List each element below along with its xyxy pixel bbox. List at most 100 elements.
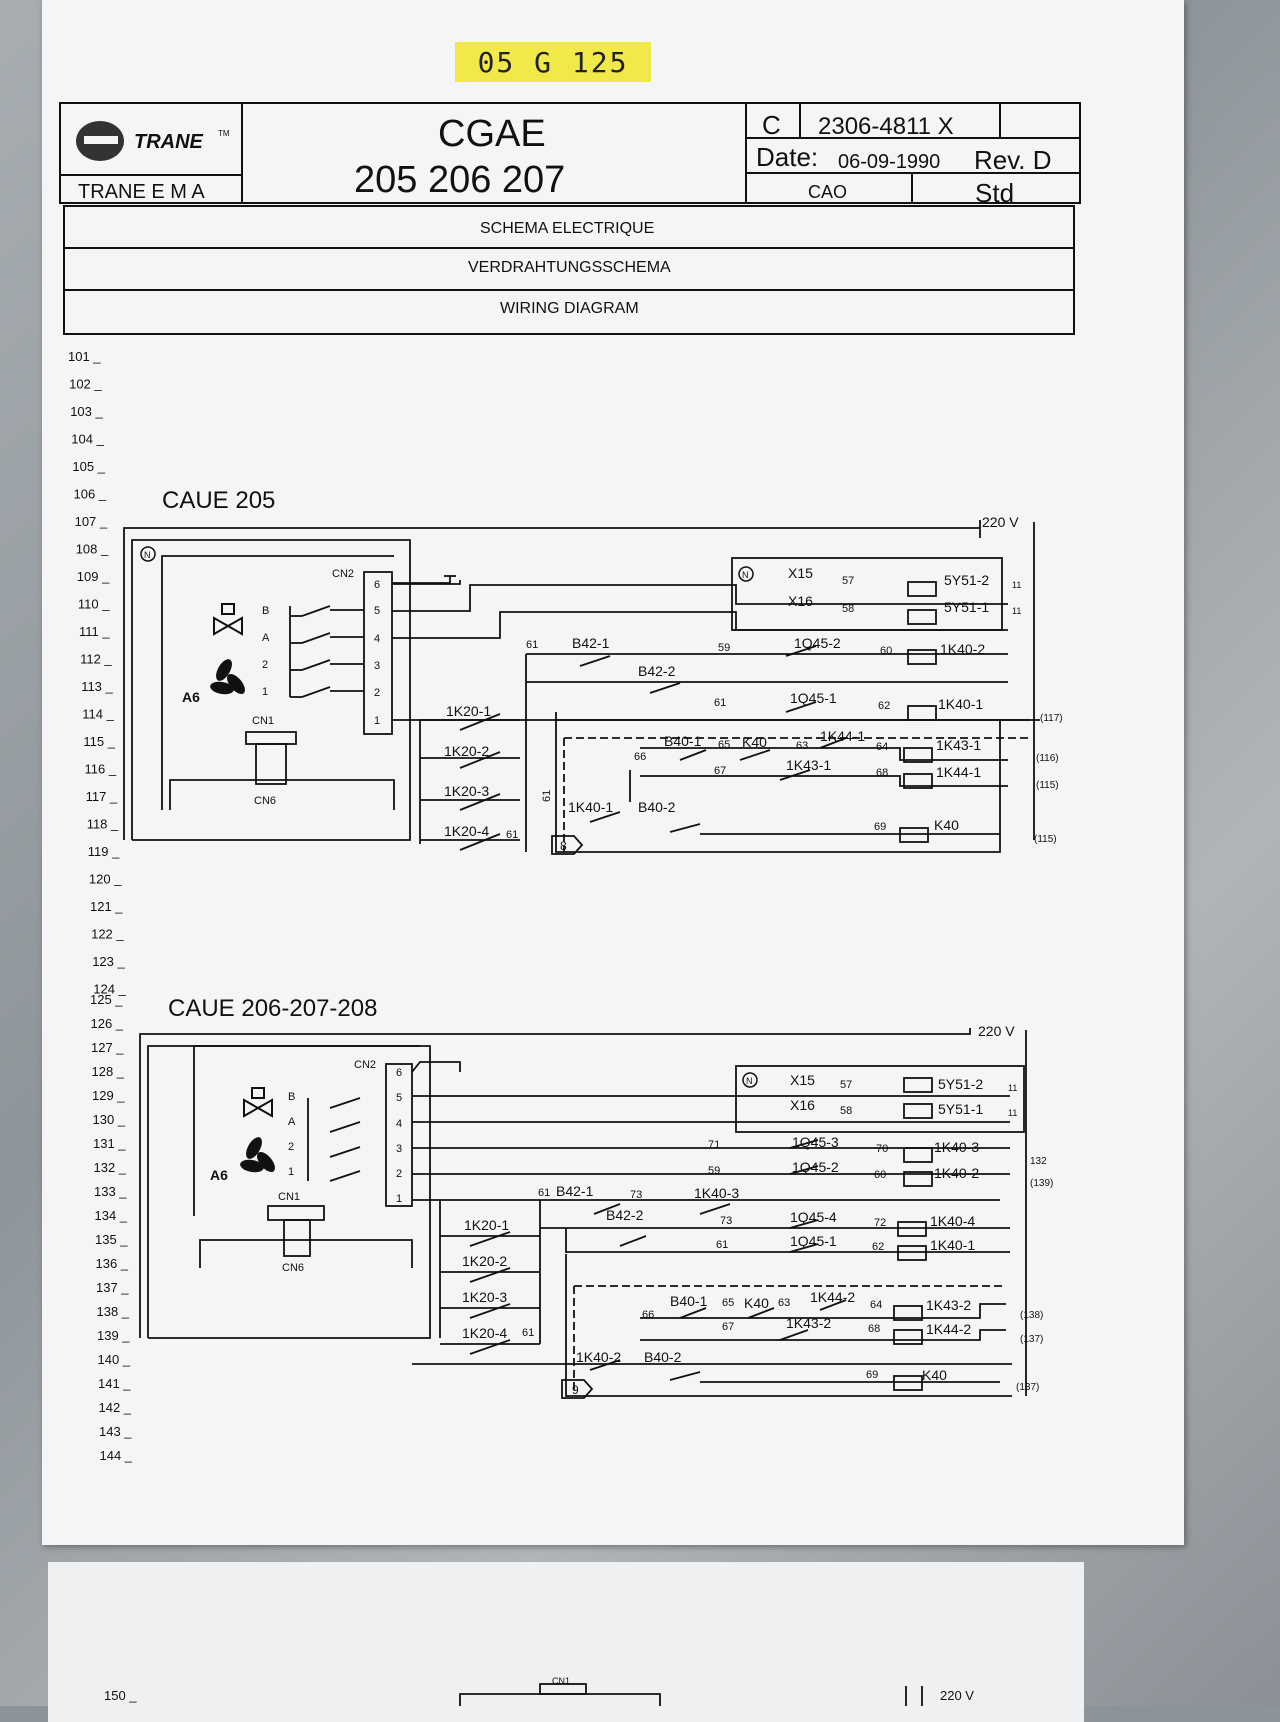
- svg-text:59: 59: [718, 642, 730, 654]
- line-number: 126 _: [91, 1016, 124, 1031]
- line-number: 122 _: [91, 927, 124, 942]
- svg-text:1K20-3: 1K20-3: [444, 783, 489, 799]
- line-number: 116 _: [85, 762, 117, 777]
- svg-text:A6: A6: [182, 689, 200, 705]
- line-number: 114 _: [82, 707, 114, 722]
- line-number: 117 _: [86, 789, 118, 804]
- line-number: 139 _: [97, 1328, 130, 1343]
- line-number: 150 _: [104, 1688, 137, 1703]
- svg-text:(139): (139): [1030, 1178, 1053, 1189]
- svg-text:B40-1: B40-1: [670, 1293, 708, 1309]
- line-number: 138 _: [97, 1304, 130, 1319]
- model-numbers: 205 206 207: [354, 159, 565, 201]
- svg-text:63: 63: [796, 740, 808, 752]
- svg-text:CN1: CN1: [252, 715, 274, 727]
- trane-logo: TRANE TM: [76, 121, 230, 161]
- svg-text:A: A: [262, 632, 270, 644]
- line-number: 109 _: [77, 569, 110, 584]
- line-number: 132 _: [94, 1160, 127, 1175]
- svg-text:1K44-1: 1K44-1: [820, 728, 865, 744]
- svg-text:64: 64: [870, 1299, 882, 1311]
- circuit-a-wiring: [123, 520, 1040, 855]
- line-number: 115 _: [83, 734, 115, 749]
- svg-text:132: 132: [1030, 1156, 1047, 1167]
- svg-text:1: 1: [396, 1193, 402, 1205]
- svg-text:(137): (137): [1016, 1382, 1039, 1393]
- svg-text:B42-1: B42-1: [556, 1183, 594, 1199]
- svg-text:1K20-2: 1K20-2: [462, 1253, 507, 1269]
- line-number: 101 _: [68, 349, 101, 364]
- svg-text:220 V: 220 V: [940, 1688, 974, 1703]
- svg-text:1K40-3: 1K40-3: [934, 1139, 979, 1155]
- svg-text:1K40-1: 1K40-1: [938, 696, 983, 712]
- svg-text:B: B: [262, 605, 269, 617]
- date-label: Date:: [756, 142, 818, 172]
- svg-text:1: 1: [262, 686, 268, 698]
- second-sheet: [48, 1562, 1084, 1722]
- svg-text:3: 3: [396, 1143, 402, 1155]
- svg-text:3: 3: [374, 660, 380, 672]
- svg-text:1K44-2: 1K44-2: [926, 1321, 971, 1337]
- svg-text:B42-2: B42-2: [638, 663, 676, 679]
- svg-text:1K40-2: 1K40-2: [934, 1165, 979, 1181]
- line-number: 113 _: [81, 679, 113, 694]
- line-number: 140 _: [98, 1352, 131, 1367]
- line-number: 134 _: [95, 1208, 128, 1223]
- doc-class: C: [762, 110, 781, 140]
- svg-text:69: 69: [874, 821, 886, 833]
- svg-text:B42-2: B42-2: [606, 1207, 644, 1223]
- svg-text:1Q45-1: 1Q45-1: [790, 1233, 837, 1249]
- svg-text:61: 61: [522, 1327, 534, 1339]
- circuit-a-title: CAUE 205: [162, 487, 275, 514]
- svg-text:1Q45-3: 1Q45-3: [792, 1134, 839, 1150]
- cao-label: CAO: [808, 182, 847, 202]
- svg-text:1Q45-4: 1Q45-4: [790, 1209, 837, 1225]
- svg-text:1K40-2: 1K40-2: [576, 1349, 621, 1365]
- svg-text:CN1: CN1: [552, 1676, 570, 1686]
- line-number: 142 _: [99, 1400, 132, 1415]
- svg-text:61: 61: [538, 1187, 550, 1199]
- svg-text:CN1: CN1: [278, 1191, 300, 1203]
- svg-text:68: 68: [868, 1323, 880, 1335]
- title-de: VERDRAHTUNGSSCHEMA: [468, 259, 671, 276]
- svg-text:67: 67: [714, 765, 726, 777]
- svg-text:5Y51-2: 5Y51-2: [938, 1076, 983, 1092]
- line-number: 133 _: [94, 1184, 127, 1199]
- svg-text:5Y51-1: 5Y51-1: [938, 1101, 983, 1117]
- svg-text:1K20-2: 1K20-2: [444, 743, 489, 759]
- svg-text:11: 11: [1012, 580, 1021, 590]
- svg-text:73: 73: [630, 1189, 642, 1201]
- svg-text:1K43-2: 1K43-2: [786, 1315, 831, 1331]
- svg-text:69: 69: [866, 1369, 878, 1381]
- svg-text:1K44-2: 1K44-2: [810, 1289, 855, 1305]
- svg-text:60: 60: [880, 645, 892, 657]
- svg-text:58: 58: [840, 1105, 852, 1117]
- svg-text:9: 9: [572, 1383, 579, 1397]
- line-number: 137 _: [96, 1280, 129, 1295]
- title-en: WIRING DIAGRAM: [500, 300, 639, 317]
- svg-text:1Q45-1: 1Q45-1: [790, 690, 837, 706]
- fan-icon: [240, 1137, 275, 1173]
- line-number: 110 _: [78, 597, 110, 612]
- line-number: 103 _: [70, 404, 103, 419]
- company-name: TRANE E M A: [78, 181, 205, 203]
- title-fr: SCHEMA ELECTRIQUE: [480, 220, 654, 237]
- svg-text:63: 63: [778, 1297, 790, 1309]
- svg-text:1K43-2: 1K43-2: [926, 1297, 971, 1313]
- line-number: 119 _: [88, 844, 120, 859]
- line-number: 108 _: [76, 542, 109, 557]
- svg-text:TRANE: TRANE: [134, 131, 204, 153]
- svg-text:X16: X16: [790, 1097, 815, 1113]
- svg-text:2: 2: [262, 659, 268, 671]
- svg-text:5Y51-1: 5Y51-1: [944, 599, 989, 615]
- bottom-partial-wiring: [459, 1683, 923, 1706]
- svg-text:1K20-1: 1K20-1: [464, 1217, 509, 1233]
- line-number-column: 101 _102 _103 _104 _105 _106 _107 _108 _…: [68, 349, 137, 1703]
- svg-text:1K43-1: 1K43-1: [786, 757, 831, 773]
- line-number: 130 _: [93, 1112, 126, 1127]
- svg-text:K40: K40: [934, 817, 959, 833]
- svg-text:64: 64: [876, 741, 888, 753]
- svg-text:73: 73: [720, 1215, 732, 1227]
- svg-text:K40: K40: [742, 734, 767, 750]
